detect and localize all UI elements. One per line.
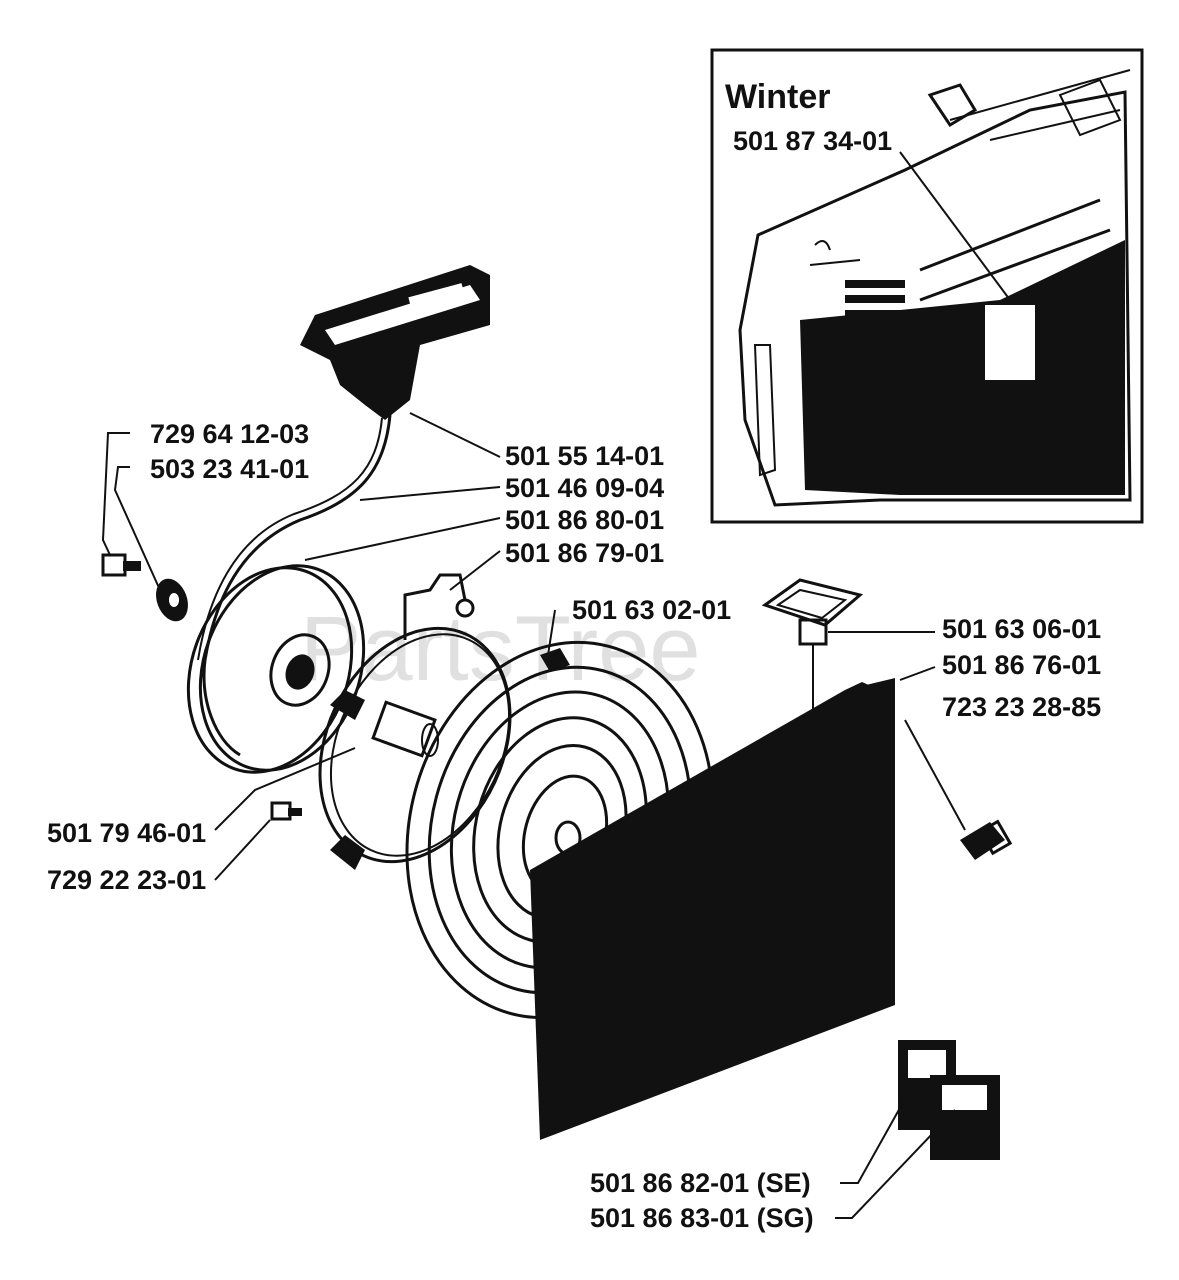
part-label-501-79-46-01[interactable]: 501 79 46-01: [47, 818, 206, 848]
part-label-501-63-06-01[interactable]: 501 63 06-01: [942, 614, 1101, 644]
inset-title: Winter: [725, 78, 830, 116]
ring-screw: [270, 801, 302, 821]
part-label-501-46-09-04[interactable]: 501 46 09-04: [505, 473, 664, 503]
starter-handle: [300, 265, 490, 420]
part-label-723-23-28-85[interactable]: 723 23 28-85: [942, 692, 1101, 722]
inset-winter-box: Winter 501 87 34-01: [710, 48, 1144, 524]
part-label-501-86-76-01[interactable]: 501 86 76-01: [942, 650, 1101, 680]
part-label-501-63-02-01[interactable]: 501 63 02-01: [572, 595, 731, 625]
starter-ring: [318, 626, 512, 870]
starter-cover: [530, 678, 895, 1140]
pulley-bolt: [101, 553, 141, 577]
pawl-bracket: [403, 573, 475, 640]
cover-screw: [960, 819, 1013, 860]
part-label-729-22-23-01[interactable]: 729 22 23-01: [47, 865, 206, 895]
part-label-729-64-12-03[interactable]: 729 64 12-03: [150, 419, 309, 449]
part-labels: 729 64 12-03 503 23 41-01 501 55 14-01 5…: [47, 419, 1101, 1233]
part-label-501-86-82-01-se[interactable]: 501 86 82-01 (SE): [590, 1168, 811, 1198]
part-label-501-86-79-01[interactable]: 501 86 79-01: [505, 538, 664, 568]
part-label-501-55-14-01[interactable]: 501 55 14-01: [505, 441, 664, 471]
starter-rope: [202, 414, 392, 757]
part-label-501-86-83-01-sg[interactable]: 501 86 83-01 (SG): [590, 1203, 814, 1233]
part-label-503-23-41-01[interactable]: 503 23 41-01: [150, 454, 309, 484]
leader-lines: [101, 412, 966, 1219]
winter-cover-illustration: [738, 69, 1132, 507]
part-label-501-86-80-01[interactable]: 501 86 80-01: [505, 505, 664, 535]
decal-sg: [930, 1075, 1000, 1160]
pulley-washer: [156, 578, 188, 622]
watermark: PartsTree: [300, 598, 700, 700]
cover-grommet: [761, 578, 864, 720]
part-label-inset[interactable]: 501 87 34-01: [733, 126, 892, 156]
